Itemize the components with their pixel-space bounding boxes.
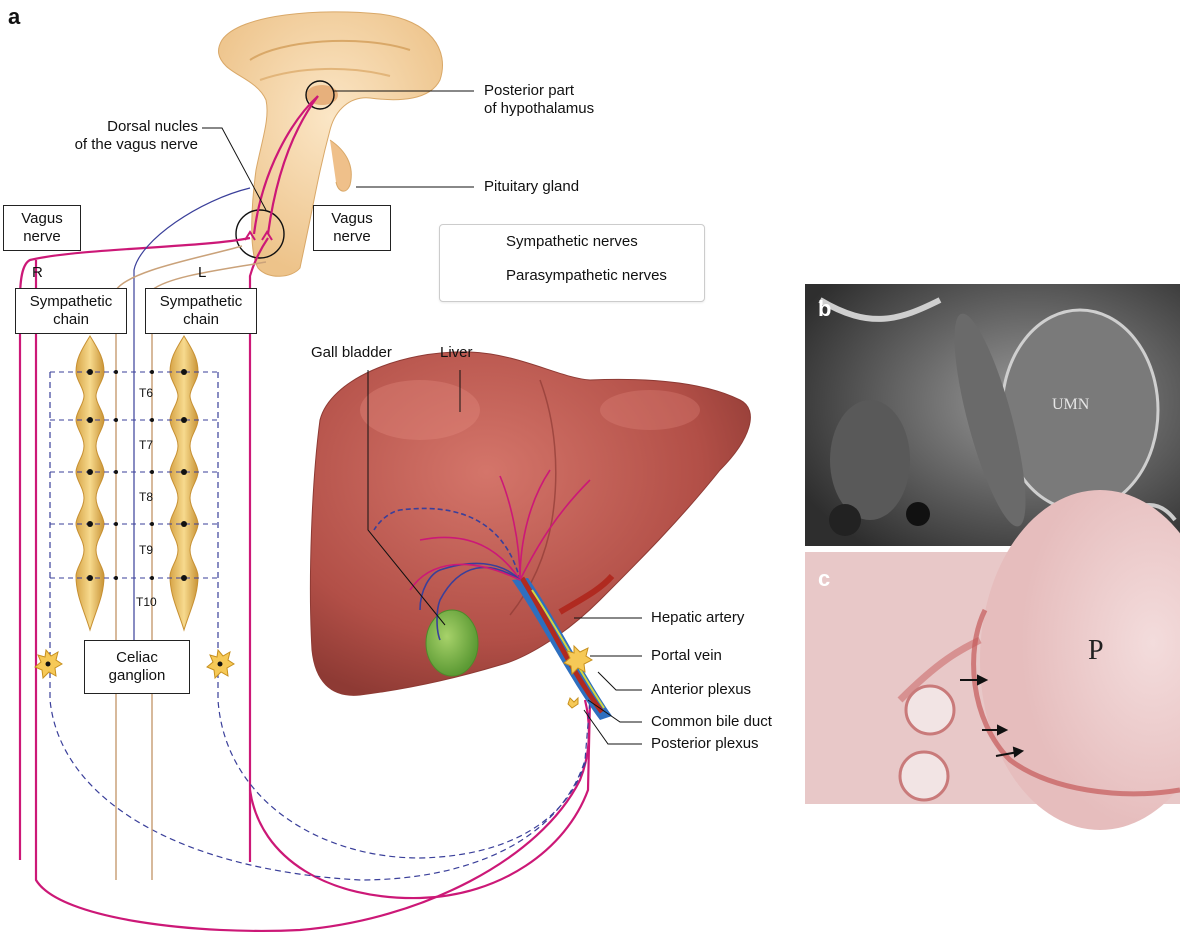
panel-label-b: b [818, 296, 831, 322]
gall-bladder [426, 610, 478, 676]
label-gall-bladder: Gall bladder [311, 344, 392, 362]
box-sympathetic-chain-left: Sympathetic chain [145, 288, 257, 334]
panel-label-a: a [8, 4, 20, 30]
box-vagus-nerve-left: Vagus nerve [3, 205, 81, 251]
legend-sympathetic-label: Sympathetic nerves [506, 233, 638, 250]
label-liver: Liver [440, 344, 473, 362]
label-hepatic-artery: Hepatic artery [651, 609, 744, 627]
label-anterior-plexus: Anterior plexus [651, 681, 751, 699]
liver [310, 352, 750, 695]
level-t7: T7 [139, 438, 153, 452]
level-t10: T10 [136, 595, 157, 609]
box-celiac-ganglion: Celiac ganglion [84, 640, 190, 694]
label-common-bile-duct: Common bile duct [651, 713, 772, 731]
box-sympathetic-chain-right: Sympathetic chain [15, 288, 127, 334]
label-pituitary: Pituitary gland [484, 178, 579, 196]
label-left-side: L [198, 264, 206, 282]
legend-parasympathetic-label: Parasympathetic nerves [506, 267, 667, 284]
label-dorsal-nucleus: Dorsal nucles of the vagus nerve [58, 118, 198, 154]
micrograph-c-label: P [1088, 636, 1104, 666]
label-portal-vein: Portal vein [651, 647, 722, 665]
box-vagus-nerve-right: Vagus nerve [313, 205, 391, 251]
level-t8: T8 [139, 490, 153, 504]
hilar-ganglion-small [568, 698, 578, 708]
level-t9: T9 [139, 543, 153, 557]
micrograph-b-label: UMN [1052, 396, 1089, 414]
label-posterior-plexus: Posterior plexus [651, 735, 759, 753]
level-t6: T6 [139, 386, 153, 400]
label-hypothalamus: Posterior part of hypothalamus [484, 82, 594, 118]
legend: Sympathetic nerves Parasympathetic nerve… [439, 224, 705, 302]
panel-label-c: c [818, 566, 830, 592]
sympathetic-chains [76, 336, 198, 630]
label-right-side: R [32, 264, 43, 282]
